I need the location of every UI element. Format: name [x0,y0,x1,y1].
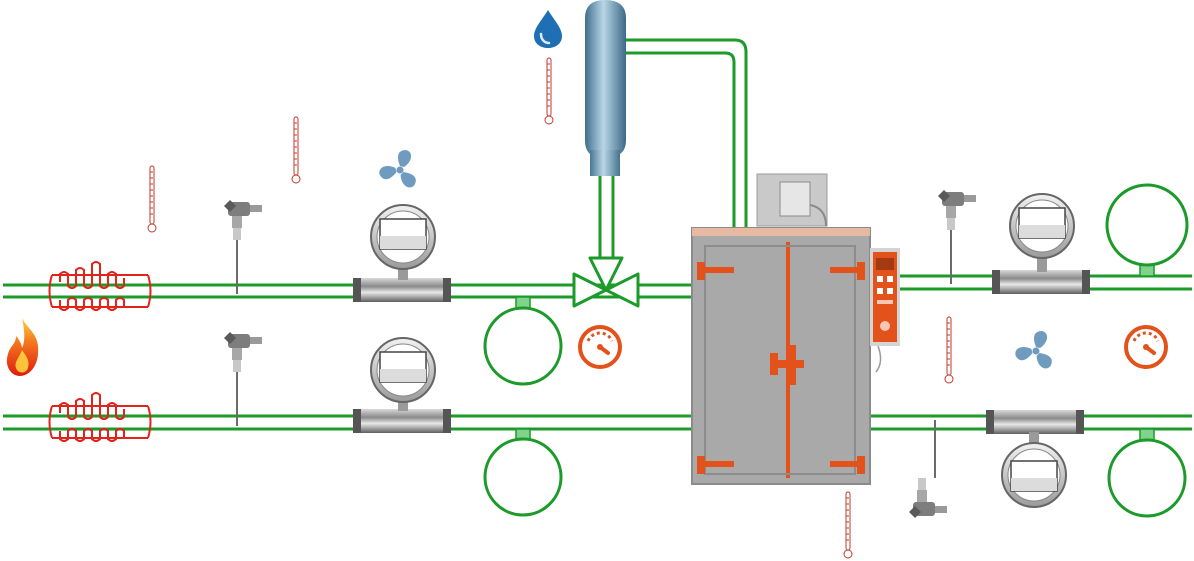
pipe-loop-icon [483,428,563,517]
fan-icon [379,150,416,188]
flame-icon [6,318,39,376]
pipe-loop-icon [483,296,563,386]
flowmeter-icon [986,410,1084,508]
thermometer-icon [291,116,301,184]
pipe-tank-to-valve [598,176,615,262]
thermometer-icon [147,165,157,233]
temperature-probe-icon [224,200,262,294]
thermometer-icon [544,57,554,125]
speed-gauge-icon [578,325,622,369]
flowmeter-icon [353,204,451,302]
heater-coil-bottom [48,392,152,442]
speed-gauge-icon [1124,325,1168,369]
heater-coil-top [48,261,152,311]
pipe-tank-to-oven [626,38,748,230]
control-panel-icon [870,248,900,373]
water-drop-icon [534,10,562,48]
flowmeter-icon [353,337,451,433]
temperature-probe-icon [909,420,947,518]
pressure-tank-icon [585,0,626,176]
thermometer-icon [944,316,954,384]
flowmeter-icon [992,193,1090,294]
pipe-loop-icon [1107,428,1187,518]
oven-cabinet-icon [691,173,871,485]
thermometer-icon [843,491,853,559]
temperature-probe-icon [224,332,262,426]
pipe-loop-icon [1105,183,1189,277]
three-way-valve-icon [572,256,640,308]
temperature-probe-icon [938,190,976,284]
fan-icon [1015,331,1052,369]
